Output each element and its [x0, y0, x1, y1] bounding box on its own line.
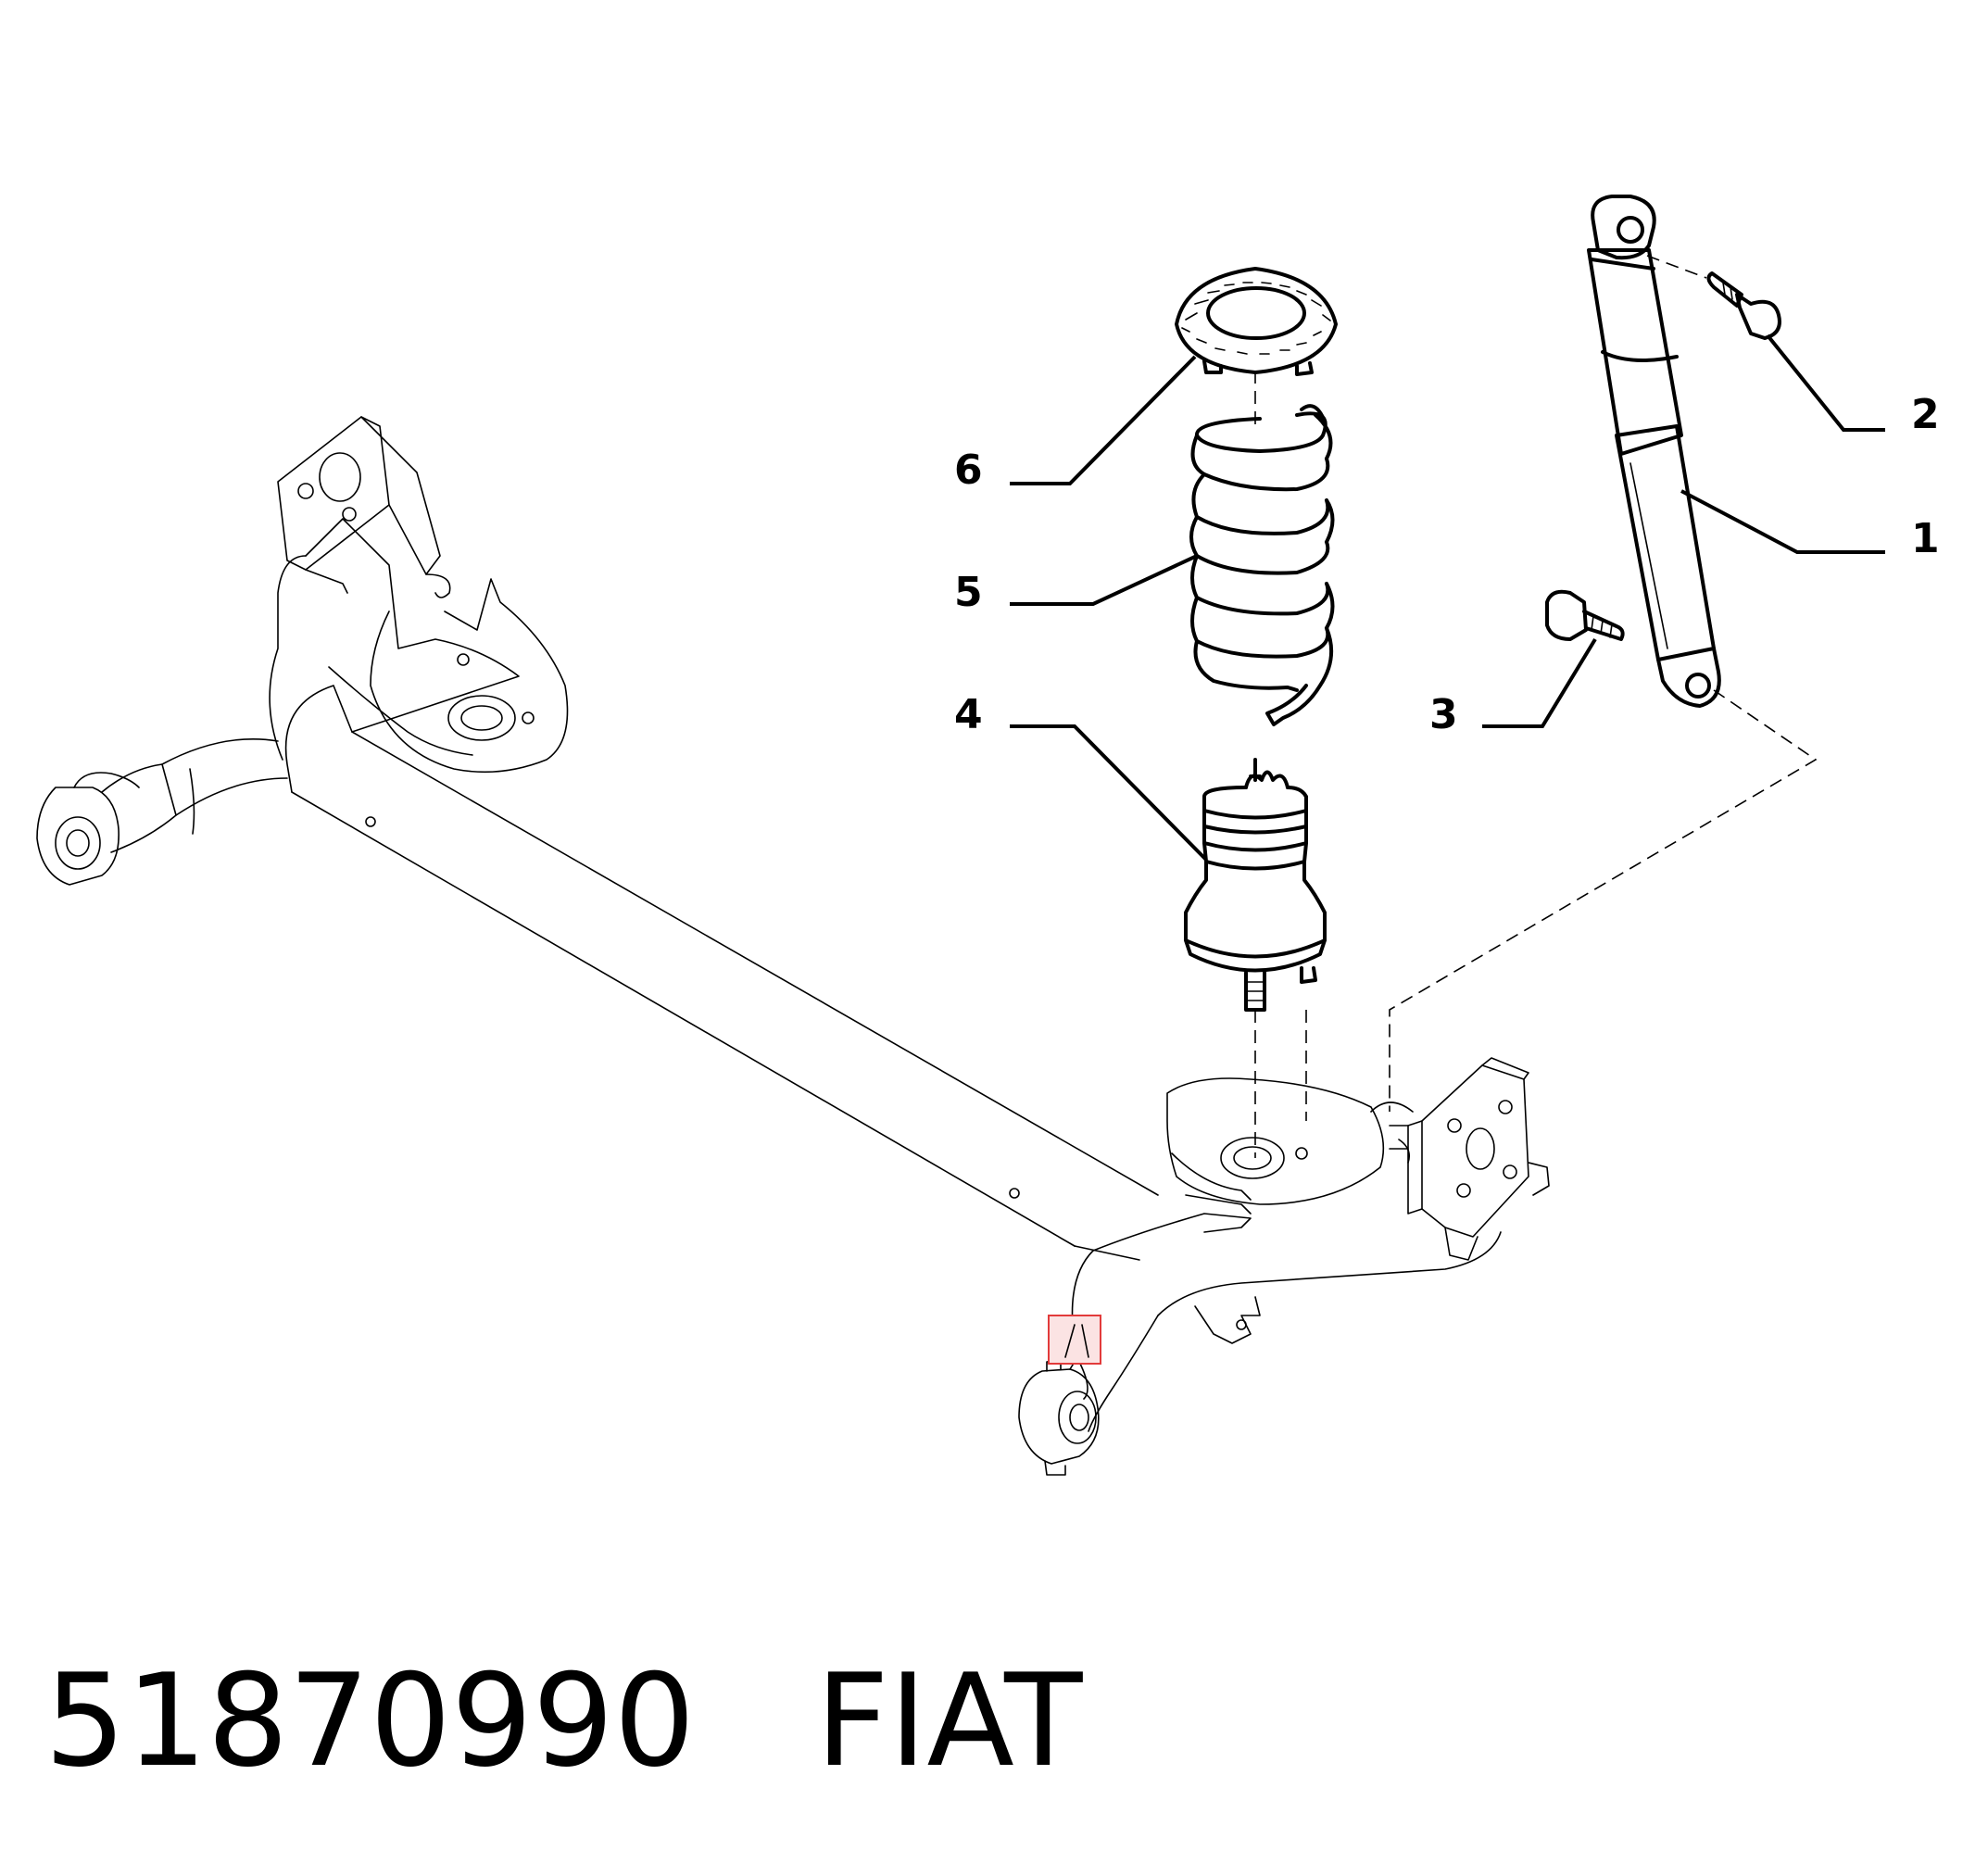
caption: 51870990 FIAT [44, 1647, 1082, 1795]
leader-lines [1010, 334, 1885, 862]
part-3-bolt [1545, 589, 1625, 641]
leader-4 [1010, 724, 1208, 862]
brand-name: FIAT [815, 1646, 1083, 1795]
leader-1 [1680, 489, 1885, 554]
part-4-bump-stop [1184, 758, 1327, 1012]
highlight-marker [1048, 1315, 1101, 1365]
leader-3 [1482, 637, 1597, 728]
callout-3: 3 [1429, 691, 1458, 738]
part-5-coil-spring [1189, 404, 1335, 726]
assembly-guide-lines [1254, 255, 1818, 1158]
callout-5: 5 [954, 569, 983, 616]
callout-labels: 6 5 4 3 2 1 [954, 391, 1940, 738]
part-2-bolt [1706, 271, 1781, 340]
part-number: 51870990 [44, 1646, 696, 1795]
callout-4: 4 [954, 691, 983, 738]
part-6-spring-seat [1175, 267, 1338, 376]
leader-6 [1010, 355, 1197, 485]
callout-1: 1 [1911, 515, 1940, 562]
rear-axle-beam [36, 416, 1550, 1476]
part-1-shock-absorber [1587, 195, 1721, 708]
leader-2 [1766, 334, 1885, 432]
callout-2: 2 [1911, 391, 1940, 438]
leader-5 [1010, 554, 1198, 606]
callout-6: 6 [954, 447, 983, 494]
